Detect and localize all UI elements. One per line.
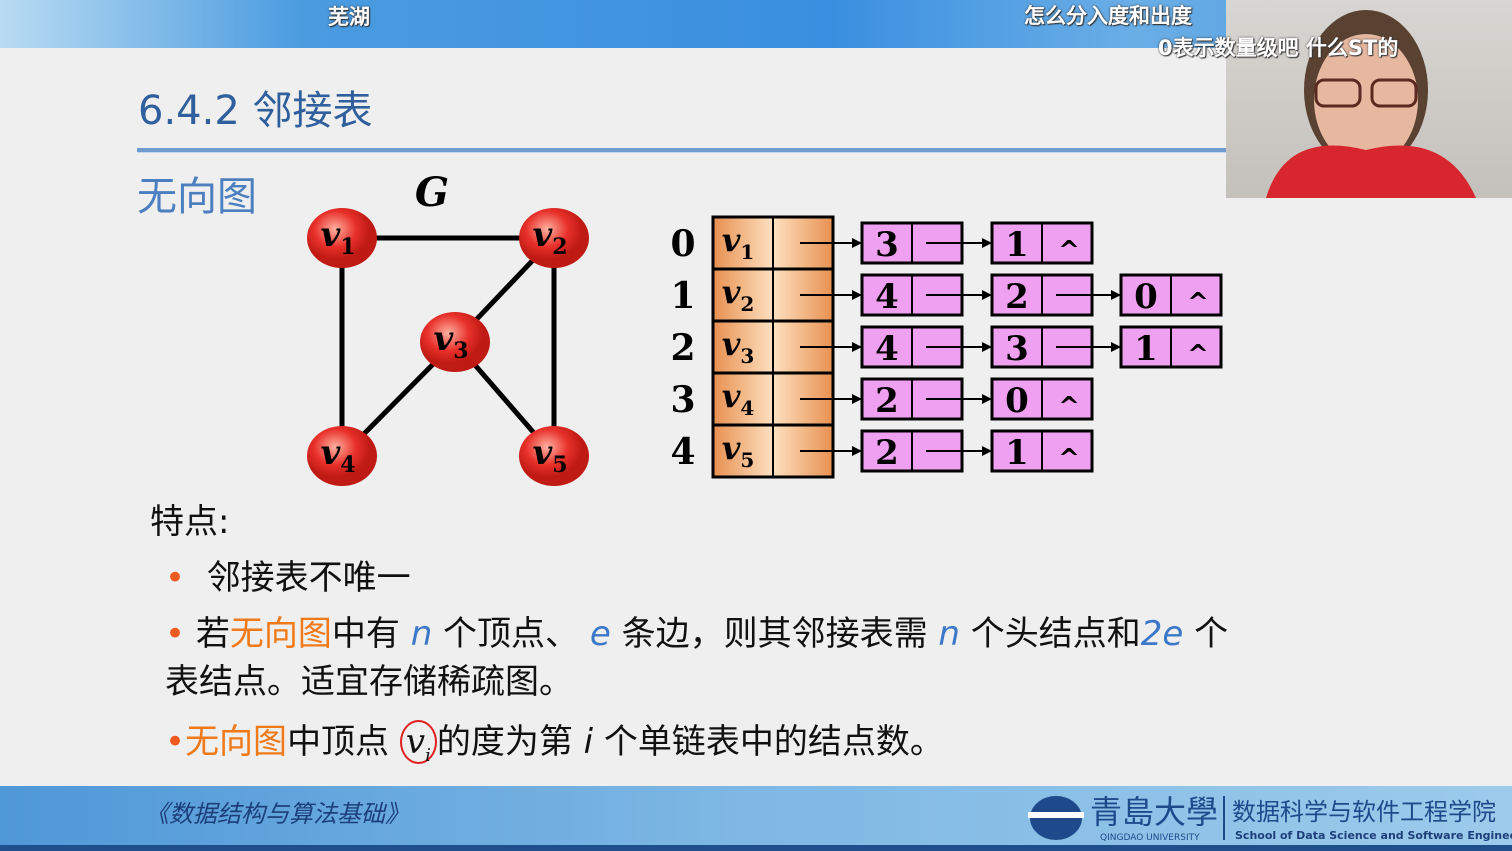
university-logo — [1028, 796, 1084, 840]
divider — [1223, 796, 1225, 840]
webcam-presenter — [1226, 0, 1512, 198]
graph-label: G — [415, 169, 449, 216]
head-vertex: v2 — [722, 273, 755, 316]
adjvex-value: 0 — [1005, 381, 1029, 421]
title-divider — [137, 148, 1227, 153]
graph-vertex — [519, 426, 589, 486]
slide-footer: 《数据结构与算法基础》 青島大學 QINGDAO UNIVERSITY 数据科学… — [0, 786, 1512, 851]
row-index: 0 — [670, 223, 695, 265]
bullet-2-line2: 表结点。适宜存储稀疏图。 — [165, 662, 573, 702]
adjvex-value: 1 — [1134, 329, 1158, 369]
danmaku-comment: 0表示数量级吧 什么ST的 — [1158, 36, 1399, 60]
null-pointer: ^ — [1058, 236, 1080, 266]
adjvex-value: 3 — [1005, 329, 1029, 369]
head-vertex: v3 — [722, 325, 755, 368]
adjvex-value: 4 — [875, 329, 899, 369]
adjvex-value: 2 — [1005, 277, 1029, 317]
adjvex-value: 1 — [1005, 225, 1029, 265]
adjvex-value: 4 — [875, 277, 899, 317]
adjvex-value: 2 — [875, 381, 899, 421]
danmaku-comment: 芜湖 — [328, 5, 370, 29]
bullet-1: • 邻接表不唯一 — [165, 558, 411, 598]
row-index: 3 — [670, 379, 695, 421]
university-name-en: QINGDAO UNIVERSITY — [1100, 833, 1200, 843]
null-pointer: ^ — [1058, 444, 1080, 474]
null-pointer: ^ — [1187, 288, 1209, 318]
adjvex-value: 2 — [875, 433, 899, 473]
null-pointer: ^ — [1058, 392, 1080, 422]
course-title: 《数据结构与算法基础》 — [145, 800, 409, 828]
graph-vertex — [420, 312, 490, 372]
null-pointer: ^ — [1187, 340, 1209, 370]
school-name-en: School of Data Science and Software Engi… — [1235, 829, 1512, 842]
row-index: 1 — [670, 275, 695, 317]
graph-vertex — [307, 208, 377, 268]
danmaku-comment: 怎么分入度和出度 — [1024, 4, 1192, 28]
adjvex-value: 3 — [875, 225, 899, 265]
adjvex-value: 0 — [1134, 277, 1158, 317]
school-name: 数据科学与软件工程学院 — [1232, 798, 1496, 826]
row-index: 4 — [670, 431, 695, 473]
page-title: 6.4.2 邻接表 — [138, 88, 373, 134]
graph-vertex — [519, 208, 589, 268]
adjvex-value: 1 — [1005, 433, 1029, 473]
head-vertex: v1 — [722, 221, 755, 264]
bullet-2: • 若无向图中有 n 个顶点、 e 条边，则其邻接表需 n 个头结点和2e 个 — [165, 614, 1229, 654]
section-subtitle: 无向图 — [137, 174, 257, 220]
graph-vertex — [307, 426, 377, 486]
features-label: 特点: — [150, 502, 230, 542]
university-name: 青島大學 — [1090, 793, 1219, 831]
row-index: 2 — [670, 327, 695, 369]
